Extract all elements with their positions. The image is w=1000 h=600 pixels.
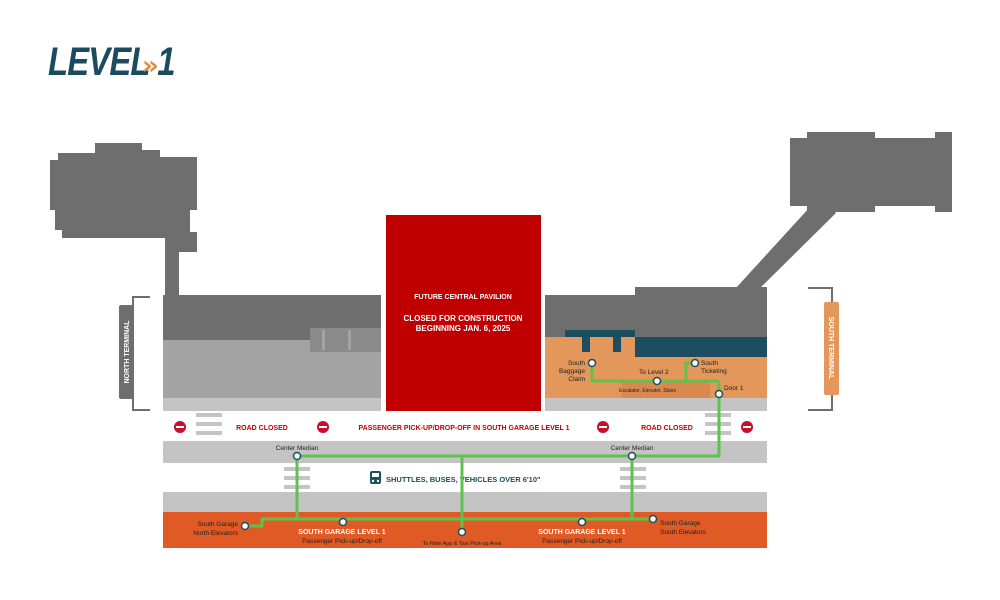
- garage-right-title: SOUTH GARAGE LEVEL 1: [538, 529, 625, 536]
- road-closed-left: ROAD CLOSED: [236, 425, 288, 432]
- escalator-label: Escalator, Elevator, Stairs: [619, 388, 676, 394]
- south-elevators-node[interactable]: [648, 514, 658, 524]
- north-terminal-label: NORTH TERMINAL: [124, 320, 131, 384]
- south-elevators-label-2: South Elevators: [660, 529, 707, 536]
- south-elevators-label-1: South Garage: [660, 520, 701, 527]
- central-pavilion: [386, 215, 541, 411]
- north-building: [50, 143, 197, 302]
- south-building: [725, 132, 952, 300]
- no-entry-icon: [741, 421, 753, 433]
- south-baggage-label-2: Baggage: [559, 368, 585, 375]
- south-baggage-label-1: South: [568, 360, 585, 367]
- title-arrow-icon: »: [142, 51, 159, 81]
- north-elevators-label-2: North Elevators: [193, 530, 239, 537]
- pavilion-date-text: BEGINNING JAN. 6, 2025: [416, 324, 511, 333]
- door-1-node[interactable]: [714, 389, 724, 399]
- rideapp-label: To Ride App & Taxi Pick-up Area: [423, 541, 503, 547]
- south-terminal-label: SOUTH TERMINAL: [827, 317, 834, 380]
- south-terminal-tag: [824, 302, 839, 395]
- south-terminal: [545, 287, 767, 411]
- rideapp-node[interactable]: [457, 527, 467, 537]
- north-elevators-label-1: South Garage: [198, 521, 239, 528]
- north-terminal: [163, 295, 381, 411]
- garage-left-subtitle: Passenger Pick-up/Drop-off: [302, 538, 382, 545]
- pavilion-closed-text: CLOSED FOR CONSTRUCTION: [403, 314, 522, 323]
- road-closed-right: ROAD CLOSED: [641, 425, 693, 432]
- center-median-right-node[interactable]: [627, 451, 637, 461]
- walking-route: [245, 361, 721, 532]
- bus-icon: [370, 471, 381, 484]
- garage-right-node[interactable]: [577, 517, 587, 527]
- south-baggage-claim-node[interactable]: [587, 358, 597, 368]
- south-baggage-label-3: Claim: [568, 376, 585, 383]
- no-entry-icon: [174, 421, 186, 433]
- center-median-left-node[interactable]: [292, 451, 302, 461]
- north-terminal-bracket: [132, 296, 150, 411]
- to-level-2-node[interactable]: [652, 376, 662, 386]
- north-terminal-tag: [119, 305, 134, 399]
- north-elevators-node[interactable]: [240, 521, 250, 531]
- center-median-right-label: Center Median: [611, 445, 654, 452]
- garage-right-subtitle: Passenger Pick-up/Drop-off: [542, 538, 622, 545]
- south-ticketing-label-2: Ticketing: [701, 368, 727, 375]
- south-ticketing-node[interactable]: [690, 358, 700, 368]
- garage-left-title: SOUTH GARAGE LEVEL 1: [298, 529, 385, 536]
- road-pickup-notice: PASSENGER PICK-UP/DROP-OFF IN SOUTH GARA…: [359, 425, 570, 432]
- to-level-2-label: To Level 2: [639, 369, 669, 376]
- south-ticketing-label-1: South: [701, 360, 718, 367]
- page-title: LEVEL 1: [48, 40, 176, 84]
- door-1-label: Door 1: [724, 385, 744, 392]
- center-median-left-label: Center Median: [276, 445, 319, 452]
- pavilion-title: FUTURE CENTRAL PAVILION: [414, 294, 512, 301]
- no-entry-icon: [317, 421, 329, 433]
- no-entry-icon: [597, 421, 609, 433]
- garage-left-node[interactable]: [338, 517, 348, 527]
